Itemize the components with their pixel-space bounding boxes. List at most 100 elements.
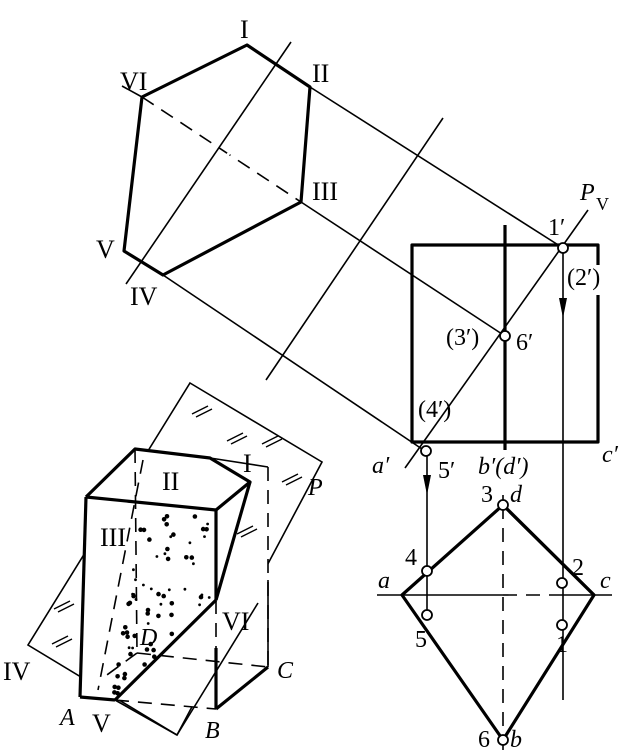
projector-VI — [121, 85, 143, 98]
section-dot — [167, 588, 171, 592]
pic-label-B: B — [205, 718, 220, 744]
section-dot — [164, 522, 169, 527]
section-dot — [169, 535, 173, 539]
section-dot — [165, 556, 171, 562]
label-a: a — [378, 568, 390, 594]
pic-label-II: II — [162, 467, 179, 496]
projector-II — [309, 86, 564, 249]
section-dot — [151, 647, 156, 653]
section-dot — [112, 684, 117, 690]
section-dot — [148, 641, 153, 647]
section-dot — [132, 568, 135, 572]
label-3prime: (3′) — [446, 325, 479, 351]
section-dot — [116, 662, 121, 667]
prism-edge-B-C — [214, 665, 270, 711]
section-dot — [149, 587, 153, 591]
section-dot — [169, 612, 174, 618]
section-dot — [204, 527, 209, 532]
section-dot — [161, 593, 166, 599]
label-6: 6 — [478, 727, 490, 750]
section-dot — [184, 555, 189, 560]
section-dot — [200, 593, 204, 597]
plane-subscript-V: V — [596, 194, 609, 214]
section-dot — [192, 562, 195, 566]
plane-trace-PV — [404, 209, 589, 469]
section-outline — [122, 43, 312, 277]
section-dot — [131, 592, 135, 596]
label-c: c — [600, 568, 611, 594]
section-dot — [156, 591, 161, 597]
projector-III — [300, 201, 506, 337]
label-4: 4 — [405, 545, 417, 571]
label-II: II — [312, 59, 329, 88]
section-dot — [164, 514, 170, 519]
section-dot — [142, 583, 145, 587]
hatch-mark — [51, 635, 69, 645]
point-1prime — [557, 242, 569, 254]
arrow-down-icon — [423, 475, 431, 495]
pic-label-III: III — [100, 523, 126, 552]
section-dot — [138, 527, 143, 532]
hatch-mark — [240, 528, 258, 538]
section-dot — [189, 555, 195, 560]
label-bprime-dprime: b′(d′) — [478, 454, 528, 480]
section-dot — [120, 631, 126, 636]
section-dot — [116, 685, 121, 690]
point-3 — [497, 499, 509, 511]
axis-line-1 — [125, 41, 292, 285]
section-dot — [142, 662, 147, 667]
section-dot — [122, 671, 128, 677]
section-dot — [171, 532, 176, 537]
label-1prime: 1′ — [548, 215, 565, 241]
point-1 — [556, 619, 568, 631]
pic-label-D: D — [139, 625, 157, 651]
label-IV: IV — [130, 282, 158, 311]
label-3: 3 — [481, 482, 493, 508]
label-1: 1 — [556, 632, 568, 658]
label-cprime: c′ — [602, 442, 619, 468]
label-V: V — [96, 235, 115, 264]
pic-label-V: V — [92, 709, 111, 738]
point-6 — [497, 734, 509, 746]
axis-line-2 — [265, 117, 444, 381]
section-dot — [134, 578, 137, 582]
section-dot — [155, 555, 159, 558]
section-dot — [183, 587, 187, 591]
top-view: 3 d 4 2 a c 5 1 6 b — [377, 482, 612, 750]
section-dot — [159, 602, 163, 606]
hatch-mark — [261, 435, 279, 445]
hatch-mark — [230, 435, 248, 445]
section-dot — [124, 630, 130, 635]
label-4prime: (4′) — [418, 397, 451, 423]
hatch-mark — [281, 473, 299, 483]
label-d: d — [510, 482, 523, 508]
section-dot — [188, 541, 192, 545]
label-aprime: a′ — [372, 453, 390, 479]
pictorial-view: II I I III IV V VI A B C D P — [3, 381, 324, 744]
point-4 — [421, 565, 433, 577]
hatch-mark — [285, 476, 303, 486]
pic-label-I-visible: I — [243, 449, 252, 478]
point-5 — [421, 609, 433, 621]
label-b: b — [510, 727, 522, 750]
point-6prime — [499, 330, 511, 342]
section-edge-VI-V — [113, 598, 218, 702]
label-6prime: 6′ — [516, 330, 533, 356]
section-dot — [125, 634, 130, 640]
section-dot — [200, 526, 206, 532]
point-2 — [556, 577, 568, 589]
front-rectangle — [410, 243, 600, 444]
front-view: P V 1′ (2′) (3′) 6′ (4′) a′ 5′ b′(d′) c′ — [372, 180, 619, 700]
section-dot — [192, 514, 198, 519]
section-dot — [165, 546, 170, 552]
hatch-mark — [226, 432, 244, 442]
label-5: 5 — [415, 627, 427, 653]
section-dot — [115, 674, 120, 679]
section-dot — [156, 613, 161, 619]
prism-top-face — [84, 447, 252, 512]
hidden-edge-D-A — [99, 652, 138, 681]
section-dot — [145, 607, 151, 613]
section-dot — [161, 517, 167, 522]
projector-IV — [162, 274, 426, 452]
